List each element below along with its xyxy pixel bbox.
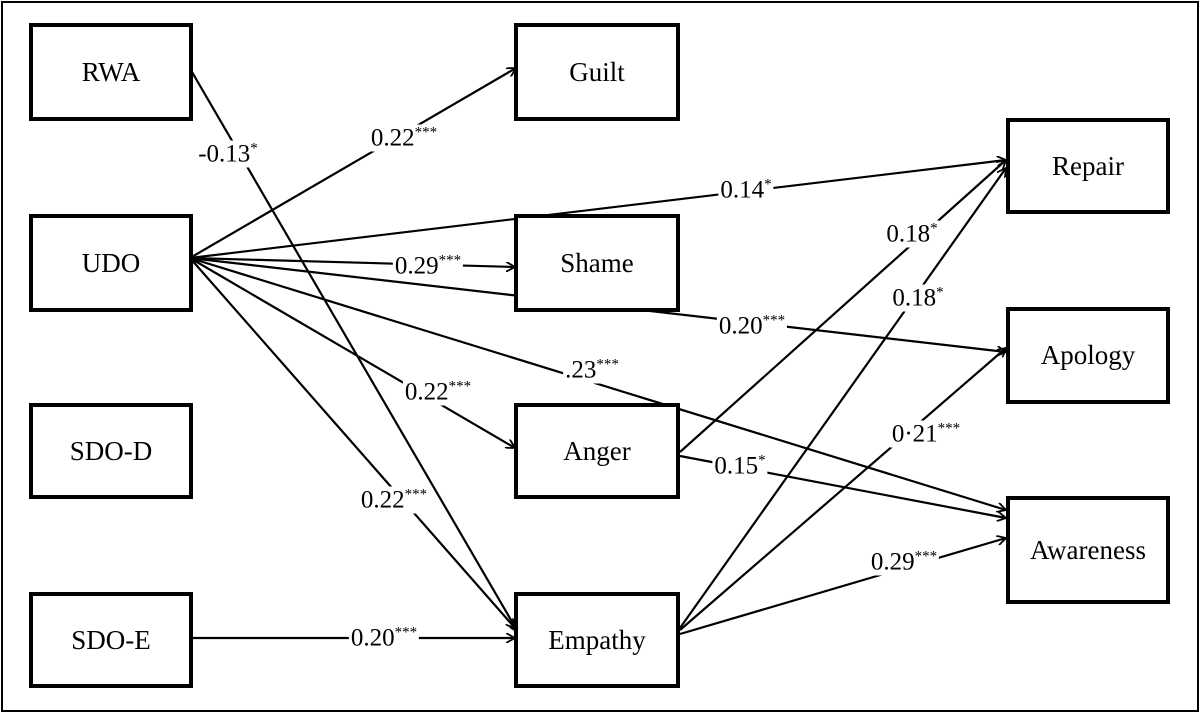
node-sdo-d: SDO-D: [29, 403, 193, 499]
edge-udo-anger: [189, 257, 515, 449]
label-udo-anger: 0.22***: [402, 378, 474, 406]
node-udo: UDO: [29, 214, 193, 312]
label-anger-repair: 0.18*: [884, 220, 940, 248]
label-udo-awareness: .23***: [563, 356, 621, 384]
node-awareness: Awareness: [1006, 496, 1170, 604]
label-udo-shame: 0.29***: [392, 252, 464, 280]
edge-udo-awareness: [189, 256, 1006, 510]
node-empathy: Empathy: [514, 592, 680, 688]
node-guilt: Guilt: [514, 23, 680, 121]
edge-udo-empathy: [189, 257, 515, 628]
node-apology: Apology: [1006, 307, 1170, 404]
edge-udo-shame: [189, 256, 515, 267]
node-shame: Shame: [514, 214, 680, 312]
edge-empathy-awareness: [679, 538, 1006, 636]
label-empathy-apology: 0·21***: [889, 420, 963, 448]
label-rwa-empathy: -0.13*: [196, 140, 260, 168]
label-empathy-repair: 0.18*: [890, 284, 946, 312]
edge-udo-repair: [189, 160, 1006, 260]
label-udo-guilt: 0.22***: [368, 124, 440, 152]
edge-anger-repair: [679, 160, 1006, 453]
node-repair: Repair: [1006, 118, 1170, 214]
edge-empathy-apology: [679, 348, 1006, 631]
edge-udo-guilt: [189, 67, 516, 259]
label-udo-repair: 0.14*: [718, 176, 774, 204]
node-anger: Anger: [514, 403, 680, 499]
node-rwa: RWA: [29, 23, 193, 121]
label-anger-awareness: 0.15*: [712, 452, 768, 480]
edge-empathy-repair: [679, 168, 1006, 629]
label-sdoe-empathy: 0.20***: [348, 624, 420, 652]
label-udo-apology: 0.20***: [716, 312, 788, 340]
node-sdo-e: SDO-E: [29, 592, 193, 688]
label-udo-empathy: 0.22***: [358, 486, 430, 514]
label-empathy-awareness: 0.29***: [868, 548, 940, 576]
